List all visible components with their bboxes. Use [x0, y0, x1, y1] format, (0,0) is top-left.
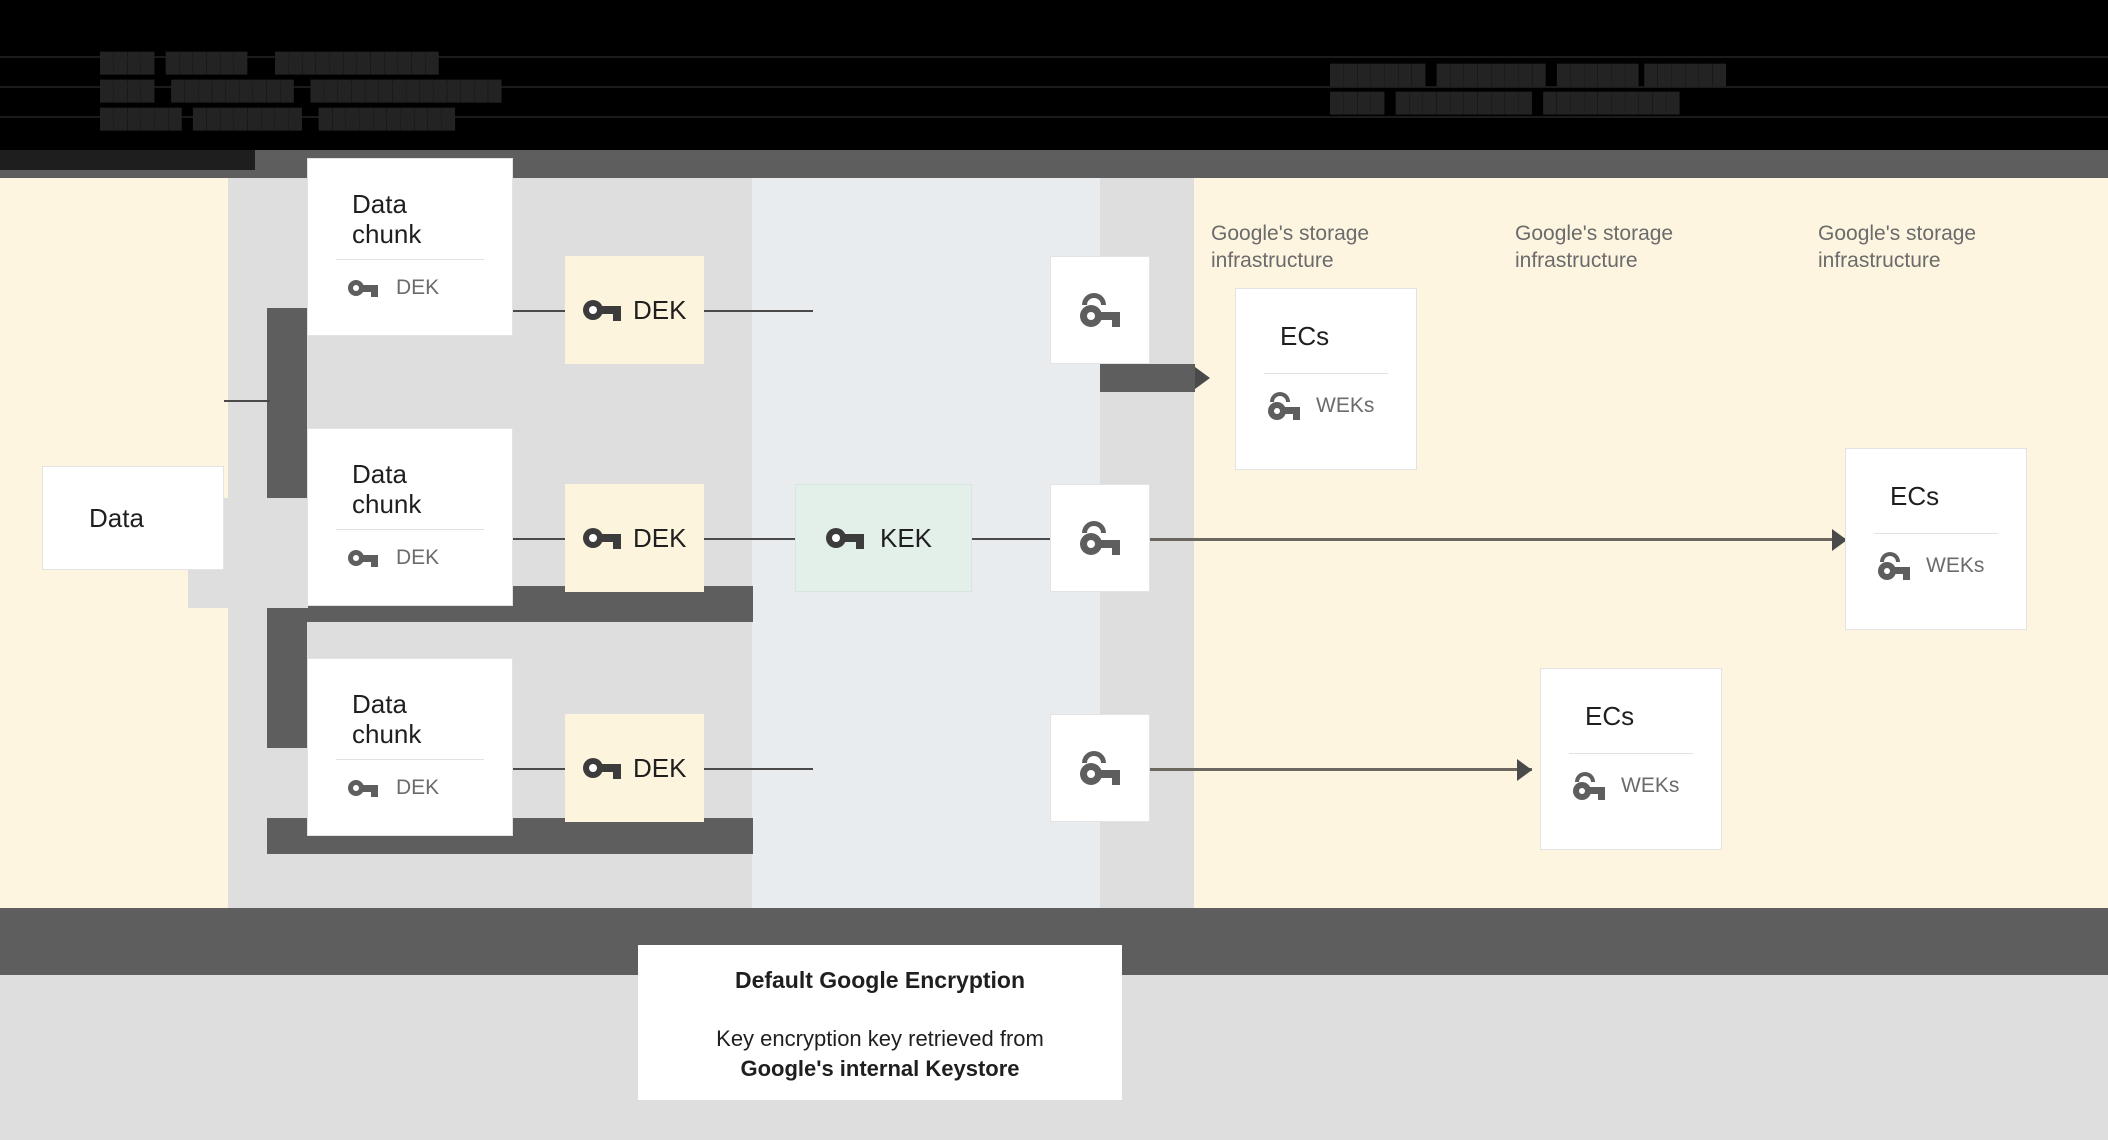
node-dek-label: DEK — [633, 295, 687, 325]
key-icon — [348, 278, 378, 299]
node-ecs-key-label: WEKs — [1621, 774, 1680, 797]
header-line-2: ████ █████████ ██████████████ — [100, 81, 502, 102]
node-chunk-title: Data chunk — [352, 459, 422, 519]
key-icon — [826, 525, 864, 551]
node-dek-2[interactable]: DEK — [565, 484, 704, 592]
wrapped-key-icon — [1080, 521, 1120, 555]
arrowhead-row1 — [1195, 367, 1210, 389]
connector-data-to-bracket — [224, 400, 270, 402]
node-wrapped-key-2[interactable] — [1050, 484, 1150, 592]
wrapped-key-icon — [1573, 772, 1605, 800]
node-ecs-title: ECs — [1280, 321, 1330, 351]
wrapped-key-icon — [1080, 293, 1120, 327]
key-icon — [348, 778, 378, 799]
node-wrapped-key-1[interactable] — [1050, 256, 1150, 364]
node-ecs-1[interactable]: ECs WEKs — [1235, 288, 1417, 470]
node-dek-3[interactable]: DEK — [565, 714, 704, 822]
connector-kek-to-wkey2 — [972, 538, 1050, 540]
node-ecs-key-label: WEKs — [1316, 394, 1375, 417]
key-icon — [583, 755, 621, 781]
node-chunk-title: Data chunk — [352, 689, 422, 749]
node-ecs-title: ECs — [1890, 481, 1940, 511]
node-data-chunk-2[interactable]: Data chunk DEK — [307, 428, 513, 606]
connector-dek3-to-wkey3 — [704, 768, 813, 770]
storage-label-1: Google's storage infrastructure — [1211, 222, 1370, 272]
node-kek-label: KEK — [880, 523, 933, 553]
arrow-line-row2 — [1150, 538, 1847, 541]
wrapped-key-icon — [1268, 392, 1300, 420]
header-line-1: ████ ██████ ████████████ — [100, 53, 439, 74]
arrowhead-row3 — [1517, 759, 1532, 781]
caption-line-1: Key encryption key retrieved from — [716, 1026, 1044, 1051]
storage-label-2: Google's storage infrastructure — [1515, 222, 1674, 272]
connector-dek1-to-wkey1 — [704, 310, 813, 312]
connector-chunk1-to-dek1 — [513, 310, 565, 312]
wrapped-key-icon — [1080, 751, 1120, 785]
node-dek-label: DEK — [633, 523, 687, 553]
node-wrapped-key-3[interactable] — [1050, 714, 1150, 822]
connector-chunk2-to-dek2 — [513, 538, 565, 540]
node-chunk-key-label: DEK — [396, 776, 440, 799]
header-right-line-1: ███████ ████████ ██████ ██████ — [1330, 65, 1727, 86]
node-ecs-3[interactable]: ECs WEKs — [1845, 448, 2027, 630]
node-data[interactable]: Data — [42, 466, 224, 570]
key-icon — [583, 297, 621, 323]
node-data-chunk-1[interactable]: Data chunk DEK — [307, 158, 513, 336]
node-kek[interactable]: KEK — [795, 484, 972, 592]
caption-line-2: Google's internal Keystore — [740, 1056, 1020, 1081]
header-right-line-2: ████ ██████████ ██████████ — [1330, 93, 1680, 114]
node-dek-label: DEK — [633, 753, 687, 783]
diagram-canvas: Data Data chunk DEK — [0, 158, 2108, 908]
key-icon — [348, 548, 378, 569]
node-data-chunk-3[interactable]: Data chunk DEK — [307, 658, 513, 836]
connector-chunk3-to-dek3 — [513, 768, 565, 770]
caption-title: Default Google Encryption — [734, 967, 1026, 993]
storage-label-3: Google's storage infrastructure — [1818, 222, 1977, 272]
arrowhead-row2 — [1832, 529, 1847, 551]
header-line-3: ██████ ████████ ██████████ — [100, 109, 456, 130]
page-header: ████ ██████ ████████████ ████ █████████ … — [0, 0, 2108, 150]
node-chunk-title: Data chunk — [352, 189, 422, 249]
node-dek-1[interactable]: DEK — [565, 256, 704, 364]
caption-card: Default Google Encryption Key encryption… — [638, 945, 1122, 1100]
arrow-line-row3 — [1150, 768, 1532, 771]
header-divider-notch — [0, 150, 255, 170]
node-ecs-2[interactable]: ECs WEKs — [1540, 668, 1722, 850]
arrow-bar-row1 — [1100, 364, 1195, 392]
node-data-label: Data — [89, 503, 144, 533]
connector-dek2-to-wkey2 — [704, 538, 813, 540]
node-chunk-key-label: DEK — [396, 276, 440, 299]
node-ecs-title: ECs — [1585, 701, 1635, 731]
caption-body: Key encryption key retrieved from Google… — [638, 1024, 1122, 1084]
node-ecs-key-label: WEKs — [1926, 554, 1985, 577]
node-chunk-key-label: DEK — [396, 546, 440, 569]
key-icon — [583, 525, 621, 551]
wrapped-key-icon — [1878, 552, 1910, 580]
